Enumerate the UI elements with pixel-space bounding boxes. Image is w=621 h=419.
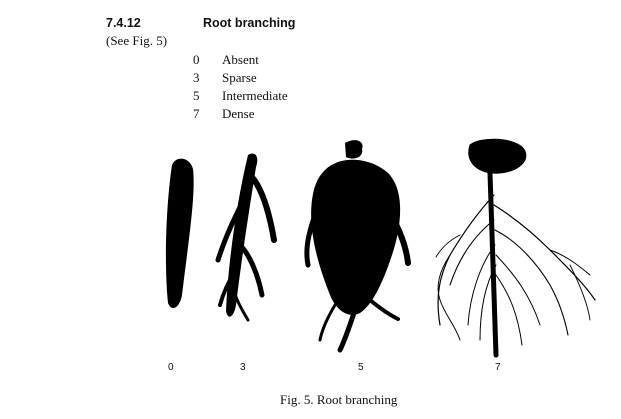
scale-code: 7	[193, 106, 200, 122]
panel-label: 0	[168, 362, 174, 373]
panel-label: 3	[240, 362, 246, 373]
root-illustration-intermediate	[307, 140, 408, 350]
figure-caption: Fig. 5. Root branching	[280, 392, 397, 408]
figure-reference: (See Fig. 5)	[106, 33, 167, 49]
section-title: Root branching	[203, 16, 295, 30]
panel-label: 5	[358, 362, 364, 373]
scale-label: Dense	[222, 106, 255, 122]
scale-code: 3	[193, 70, 200, 86]
section-number: 7.4.12	[106, 16, 141, 30]
scale-label: Absent	[222, 52, 259, 68]
scale-label: Sparse	[222, 70, 257, 86]
root-illustration-dense	[436, 139, 595, 355]
panel-label: 7	[495, 362, 501, 373]
scale-label: Intermediate	[222, 88, 288, 104]
root-illustration-absent	[166, 159, 194, 308]
scale-code: 0	[193, 52, 200, 68]
root-illustration-sparse	[218, 154, 274, 321]
root-branching-figure	[150, 135, 610, 360]
scale-code: 5	[193, 88, 200, 104]
